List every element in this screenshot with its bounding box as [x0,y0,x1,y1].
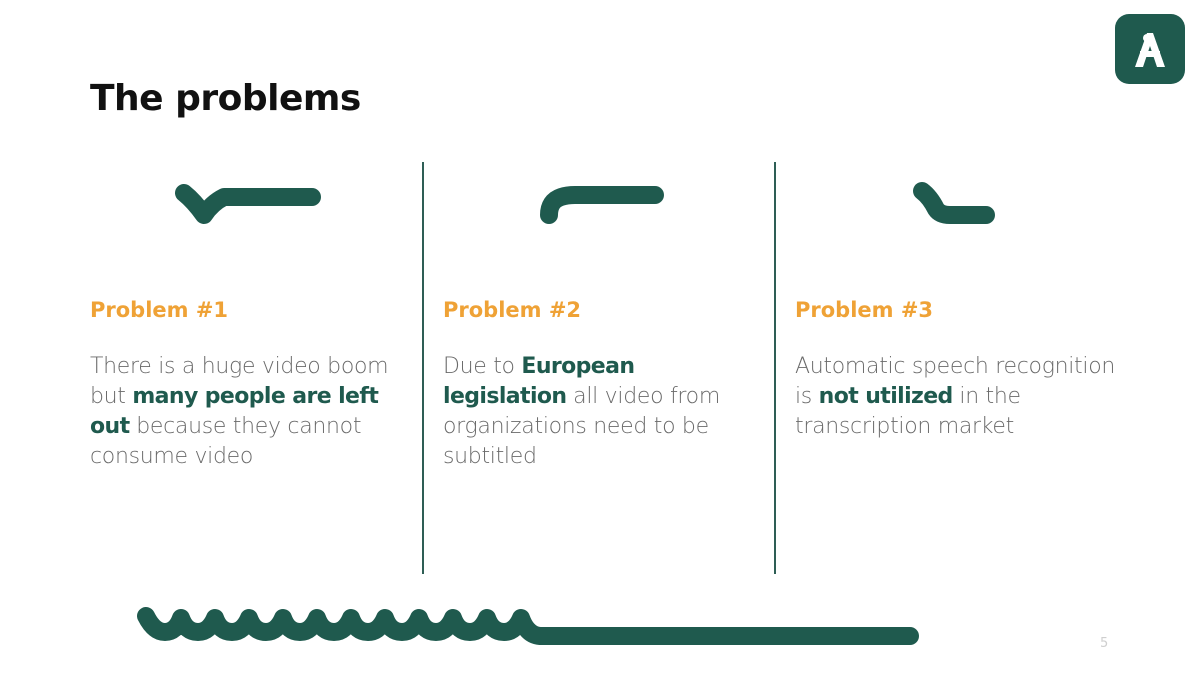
problem-2-text: Due to European legislation all video fr… [443,352,763,472]
text-run: Automatic speech recognition is [795,354,1115,409]
problem-1-text: There is a huge video boom but many peop… [90,352,410,472]
wave-line-decoration-icon [130,598,930,657]
step-connector-icon [902,175,1002,234]
column-divider [422,162,424,574]
text-highlight: many people are left out [90,384,379,439]
letter-a-logo-icon [1115,14,1185,84]
column-divider [774,162,776,574]
text-run: all video from organizations need to be … [443,384,720,469]
problem-3-text: Automatic speech recognition is not util… [795,352,1125,442]
text-run: in the transcription market [795,384,1021,439]
curve-connector-icon [535,175,670,234]
text-highlight: not utilized [818,384,954,409]
text-run: There is a huge video boom but [90,354,389,409]
problem-1-heading: Problem #1 [90,298,229,322]
text-run: Due to [443,354,522,379]
text-run: because they cannot consume video [90,414,362,469]
problem-2-heading: Problem #2 [443,298,582,322]
page-number: 5 [1100,636,1109,651]
slide-title: The problems [90,78,361,119]
text-highlight: European legislation [443,354,635,409]
problem-3-heading: Problem #3 [795,298,934,322]
squiggle-connector-icon [172,175,322,234]
